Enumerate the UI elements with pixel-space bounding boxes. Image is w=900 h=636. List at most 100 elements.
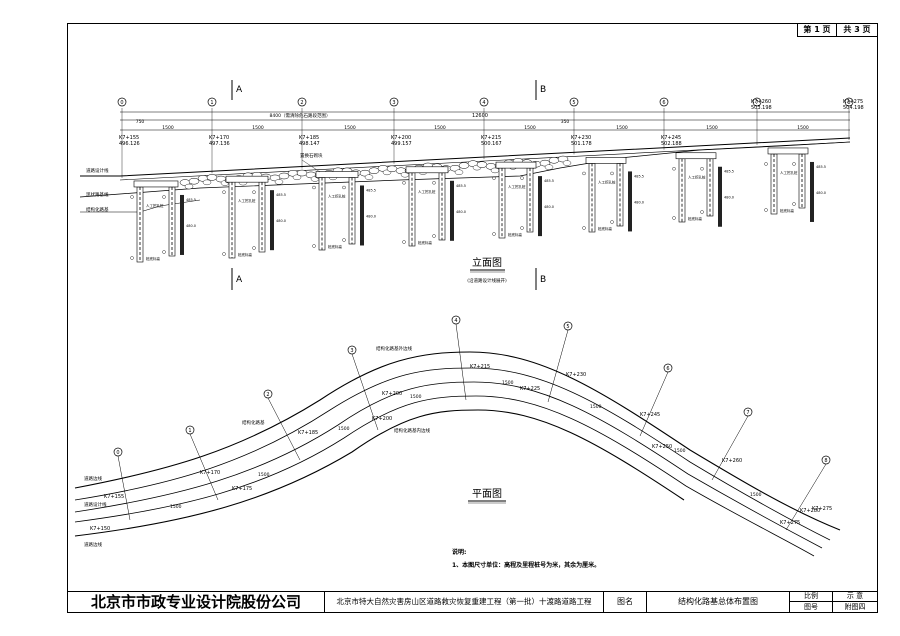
plan-axis-marker — [743, 407, 753, 417]
pile-text: 480.0 — [186, 224, 196, 228]
station-h: 501.178 — [571, 141, 592, 147]
station-h: 498.147 — [299, 141, 320, 147]
pile-marker — [252, 190, 256, 194]
pile-text: 桩底标高 — [418, 240, 432, 245]
pile-marker — [402, 181, 406, 185]
pile-text: 480.0 — [544, 205, 554, 209]
plan-axis-number: 0 — [116, 450, 119, 456]
pile-marker — [312, 185, 316, 190]
plan-station: K7+200 — [382, 391, 402, 397]
rock-block — [184, 183, 194, 190]
station-k: K7+170 — [209, 135, 229, 141]
struct-outer-edge — [74, 367, 831, 541]
axis-number: 1 — [210, 100, 213, 106]
drawing-no-label: 图号 — [789, 601, 833, 613]
pile-marker — [700, 167, 704, 171]
pile-marker — [792, 202, 796, 206]
plan-station: K7+245 — [640, 412, 660, 418]
drawing-no-value: 附图四 — [832, 601, 878, 613]
span-dim: 1500 — [524, 125, 536, 131]
axis-marker — [117, 97, 127, 107]
station-h: 496.126 — [119, 141, 140, 147]
pile-marker — [252, 246, 256, 250]
axis-marker — [659, 97, 669, 107]
pile-marker — [610, 220, 614, 224]
level-bar — [810, 161, 814, 222]
span-dim: 1500 — [706, 125, 718, 131]
pile-text: 485.5 — [544, 179, 554, 183]
pile-text: 485.5 — [366, 188, 376, 192]
pile-marker — [432, 181, 436, 185]
plan-axis-marker — [347, 345, 357, 355]
pile-marker — [672, 216, 676, 220]
plan-axis-number: 3 — [350, 348, 353, 354]
station-k: K7+155 — [119, 135, 139, 141]
span-dim: 1500 — [434, 125, 446, 131]
rock-block — [454, 169, 464, 175]
design-line — [74, 381, 823, 549]
pile-marker — [520, 226, 524, 230]
pile-text: 桩底标高 — [598, 226, 612, 231]
pile-marker — [492, 176, 496, 180]
label-ground-line: 现状路基线 — [86, 191, 109, 198]
pile-cap — [225, 175, 269, 183]
station-k: K7+230 — [571, 135, 591, 141]
pile-text: 人工挖孔桩 — [508, 184, 526, 189]
drawing-name-label: 图名 — [603, 591, 647, 613]
pile-cap — [767, 147, 809, 155]
plan-station: K7+275 — [780, 520, 800, 526]
pile-marker — [222, 190, 226, 194]
station-labels: K7+155496.126K7+170497.136K7+185498.147K… — [119, 99, 864, 147]
axis-marker — [569, 97, 579, 107]
plan-dim: 1500 — [674, 448, 686, 454]
rock-block — [274, 179, 284, 185]
station-k: K7+215 — [481, 135, 501, 141]
pile-cap — [675, 152, 717, 160]
axis-marker — [297, 97, 307, 107]
pile-cap — [405, 166, 449, 174]
project-name: 北京市特大自然灾害房山区道路救灾恢复重建工程（第一批）十渡路道路工程 — [324, 591, 604, 613]
plan-station: K7+185 — [298, 430, 318, 436]
struct-inner-edge — [74, 395, 815, 557]
plan-station: K7+260 — [722, 458, 742, 464]
rock-block — [364, 174, 374, 180]
pile-text: 480.0 — [276, 219, 286, 223]
pile-marker — [492, 232, 496, 236]
pile-marker — [792, 162, 796, 166]
span-dim: 1500 — [162, 125, 174, 131]
level-bar — [628, 171, 632, 232]
pile-marker — [764, 162, 768, 166]
plan-axis-number: 1 — [188, 428, 191, 434]
pile-marker — [582, 226, 586, 230]
pile-marker — [402, 240, 406, 244]
pile-marker — [312, 244, 316, 248]
pile-cap — [585, 157, 627, 164]
pile-text: 人工挖孔桩 — [780, 170, 798, 175]
span-dim: 1500 — [344, 125, 356, 131]
station-k: K7+275 — [843, 99, 863, 105]
level-bar — [718, 166, 722, 227]
pile-text: 人工挖孔桩 — [418, 189, 436, 194]
plan-dim: 1500 — [590, 404, 602, 410]
pile-marker — [162, 195, 166, 199]
span-dim: 1500 — [797, 125, 809, 131]
pile-text: 人工挖孔桩 — [328, 193, 346, 198]
plan-station: K7+250 — [652, 444, 672, 450]
span-dim: 1500 — [616, 125, 628, 131]
plan-station: K7+200 — [372, 416, 392, 422]
plan-label-struct-inner: 结构化路基内边线 — [394, 427, 430, 434]
label-road-line: 道路设计线 — [86, 167, 109, 174]
plan-axis-number: 8 — [824, 458, 827, 464]
pile-marker — [342, 185, 346, 190]
plan-station: K7+280 — [800, 508, 820, 514]
label-rock-line: 结构化路基 — [86, 206, 109, 213]
pile-text: 480.0 — [366, 214, 376, 218]
plan-dim: 1500 — [410, 394, 422, 400]
section-a-top: A — [236, 85, 243, 95]
pile-text: 485.5 — [456, 184, 466, 188]
plan-station: K7+150 — [90, 526, 110, 532]
axis-marker — [389, 97, 399, 107]
station-k: K7+200 — [391, 135, 411, 141]
